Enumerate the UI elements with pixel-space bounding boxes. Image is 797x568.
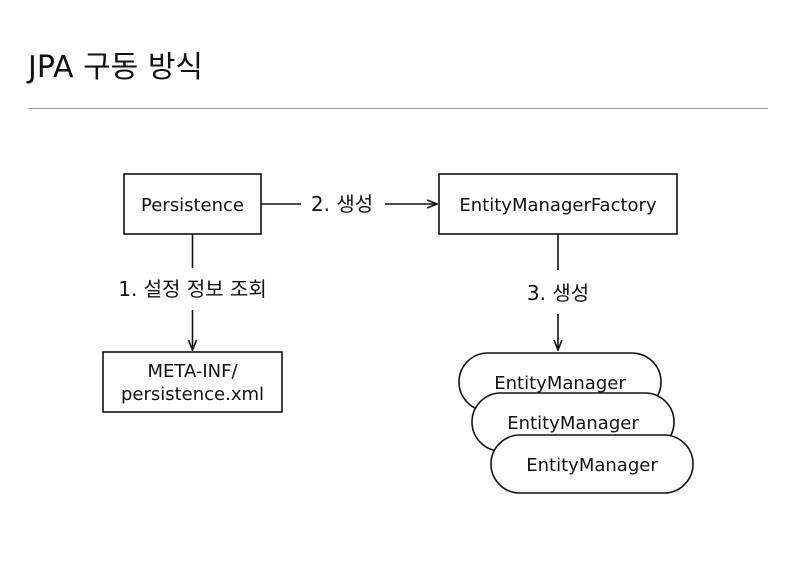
edge-create-manager-label: 3. 생성 bbox=[527, 281, 589, 305]
edge-read-config-label: 1. 설정 정보 조회 bbox=[118, 277, 267, 301]
entity-manager-factory-node: EntityManagerFactory bbox=[438, 173, 678, 235]
edge-create-manager: 3. 생성 bbox=[527, 234, 589, 350]
edge-create-factory-label: 2. 생성 bbox=[311, 192, 373, 216]
entity-manager-label: EntityManager bbox=[507, 413, 639, 434]
entity-manager-node: EntityManager bbox=[490, 434, 694, 494]
edge-read-config: 1. 설정 정보 조회 bbox=[118, 234, 267, 350]
meta-inf-node: META-INF/ persistence.xml bbox=[102, 351, 283, 413]
page-title: JPA 구동 방식 bbox=[28, 50, 204, 85]
entity-manager-label: EntityManager bbox=[494, 373, 626, 394]
meta-inf-label: META-INF/ bbox=[147, 361, 238, 382]
entity-manager-factory-label: EntityManagerFactory bbox=[459, 195, 657, 216]
persistence-label: Persistence bbox=[141, 195, 244, 216]
entity-manager-stack: EntityManager EntityManager EntityManage… bbox=[458, 352, 694, 494]
persistence-xml-label: persistence.xml bbox=[121, 384, 264, 405]
edge-create-factory: 2. 생성 bbox=[261, 192, 437, 216]
title-divider bbox=[28, 108, 768, 109]
entity-manager-label: EntityManager bbox=[526, 455, 658, 476]
persistence-node: Persistence bbox=[123, 173, 262, 235]
